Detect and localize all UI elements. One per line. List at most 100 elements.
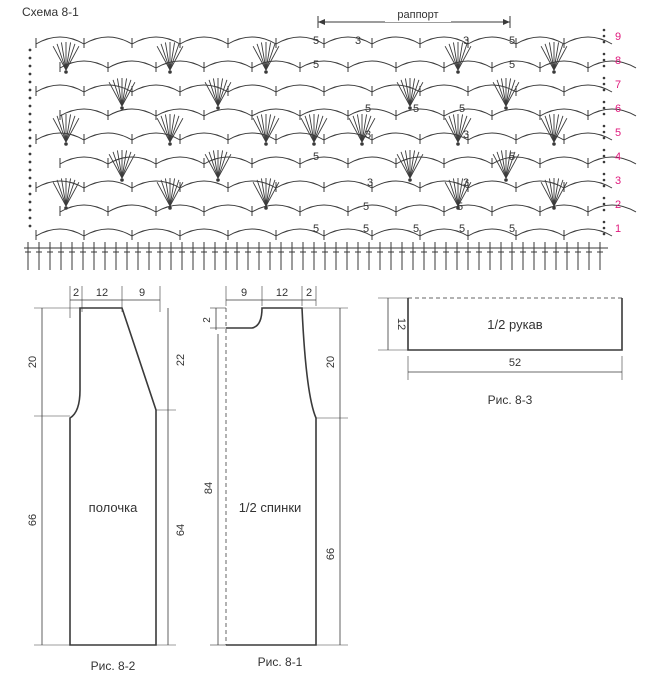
edge-chain-dot <box>28 104 32 108</box>
chain-arch <box>539 204 589 213</box>
fan-base-dot <box>64 70 68 74</box>
chain-arch <box>347 108 397 117</box>
chain-count-label: 5 <box>459 103 465 115</box>
chain-arch <box>179 228 229 237</box>
fan-stitch <box>548 42 555 71</box>
fan-stitch <box>265 115 276 143</box>
chain-arch <box>275 132 325 141</box>
fan-stitch <box>500 78 507 107</box>
chain-arch <box>323 228 373 237</box>
fan-stitch <box>256 179 267 207</box>
edge-chain-dot <box>28 184 32 188</box>
fan-stitch <box>164 42 171 71</box>
fan-stitch <box>553 181 568 207</box>
fan-stitch <box>65 115 76 143</box>
fan-stitch <box>160 43 171 71</box>
chain-arch <box>35 84 85 93</box>
stitch-fan <box>540 42 568 74</box>
fan-stitch <box>65 45 80 71</box>
chain-count-label: 5 <box>509 223 515 235</box>
fan-base-dot <box>456 142 460 146</box>
fan-stitch <box>352 115 363 143</box>
fan-stitch <box>265 114 272 143</box>
edge-chain-dot <box>28 208 32 212</box>
stitch-fan <box>108 78 136 110</box>
chain-arch <box>83 132 133 141</box>
row-number: 1 <box>615 223 621 235</box>
fan-stitch <box>256 43 267 71</box>
fan-stitch <box>448 179 459 207</box>
edge-chain-dot <box>602 106 606 110</box>
scheme-title: Схема 8-1 <box>22 5 79 19</box>
fan-stitch <box>217 81 232 107</box>
chain-arch <box>563 132 613 141</box>
fan-base-dot <box>456 70 460 74</box>
chain-arch <box>323 84 373 93</box>
chain-count-label: 5 <box>363 223 369 235</box>
row-number: 6 <box>615 103 621 115</box>
fan-stitch <box>65 181 80 207</box>
chain-arch <box>227 132 277 141</box>
fan-stitch <box>544 43 555 71</box>
chain-count-label: 5 <box>313 223 319 235</box>
fan-stitch <box>252 181 267 207</box>
chain-arch <box>203 60 253 69</box>
fan-stitch <box>112 151 123 179</box>
fan-stitch <box>448 43 459 71</box>
chain-arch <box>275 228 325 237</box>
back-outline <box>226 307 317 646</box>
chain-arch <box>347 156 397 165</box>
fan-stitch <box>65 43 76 71</box>
stitch-fan <box>300 114 328 146</box>
chain-count-label: 3 <box>355 35 361 47</box>
row-number: 9 <box>615 31 621 43</box>
fan-stitch <box>260 42 267 71</box>
stitch-fan <box>540 178 568 210</box>
front-dim-left-lower: 66 <box>27 514 39 526</box>
chain-arch <box>83 180 133 189</box>
stitch-fan <box>156 42 184 74</box>
chain-arch <box>323 132 373 141</box>
chain-arch <box>371 180 421 189</box>
fan-stitch <box>544 115 555 143</box>
edge-chain-dot <box>602 148 606 152</box>
chain-arch <box>83 228 133 237</box>
chain-arch <box>35 180 85 189</box>
row-number: 5 <box>615 127 621 139</box>
chain-arch <box>467 228 517 237</box>
edge-chain-dot <box>28 48 32 52</box>
chain-arch <box>323 36 373 45</box>
fan-stitch <box>217 151 228 179</box>
chain-count-label: 5 <box>363 201 369 213</box>
chain-arch <box>419 228 469 237</box>
edge-chain-dot <box>602 178 606 182</box>
edge-chain-dot <box>28 152 32 156</box>
chain-arch <box>107 156 157 165</box>
fan-stitch <box>444 181 459 207</box>
fan-stitch <box>212 150 219 179</box>
edge-chain-dot <box>602 40 606 44</box>
chain-arch <box>587 156 637 165</box>
fan-stitch <box>169 117 184 143</box>
chain-arch <box>179 180 229 189</box>
chain-arch <box>491 108 541 117</box>
chain-arch <box>539 156 589 165</box>
fan-stitch <box>121 79 132 107</box>
fan-stitch <box>108 153 123 179</box>
sleeve-dim-width: 52 <box>509 357 521 369</box>
chain-arch <box>83 36 133 45</box>
fan-stitch <box>204 81 219 107</box>
fan-base-dot <box>216 178 220 182</box>
edge-chain-dot <box>28 120 32 124</box>
fan-base-dot <box>120 106 124 110</box>
chain-arch <box>515 36 565 45</box>
fan-stitch <box>65 117 80 143</box>
chain-arch <box>347 204 397 213</box>
stitch-fan <box>492 78 520 110</box>
chain-arch <box>515 84 565 93</box>
chain-arch <box>203 204 253 213</box>
front-label: полочка <box>89 500 138 515</box>
fan-stitch <box>169 179 180 207</box>
fan-base-dot <box>64 142 68 146</box>
fan-stitch <box>265 178 272 207</box>
